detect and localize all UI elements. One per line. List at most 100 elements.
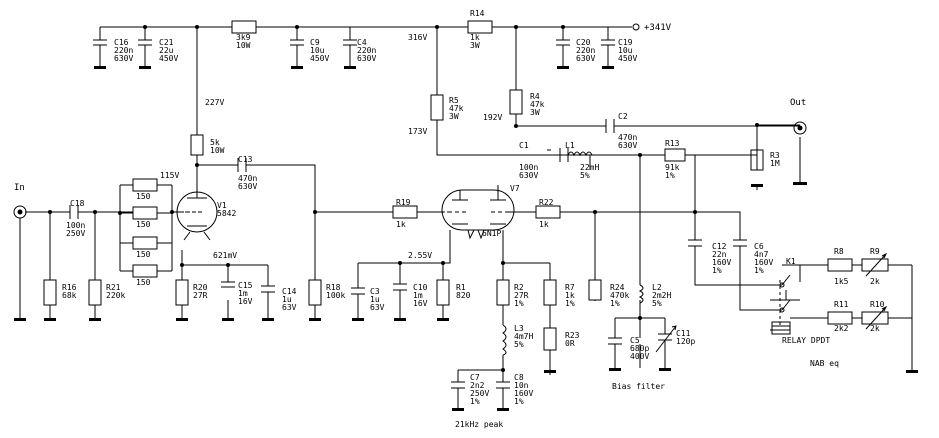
component-label: 47k: [449, 104, 464, 113]
component-label: C21: [159, 38, 174, 47]
resistor-r20: [175, 279, 189, 306]
component-label: C14: [282, 287, 297, 296]
component-label: 1m: [238, 289, 248, 298]
component-label: 820: [456, 291, 471, 300]
component-label: 2m2H: [652, 291, 671, 300]
component-label: C20: [576, 38, 591, 47]
component-label: R14: [470, 9, 485, 18]
component-label: 400V: [630, 352, 649, 361]
component-label: C9: [310, 38, 320, 47]
component-label: R8: [834, 247, 844, 256]
resistor-r5: [430, 94, 444, 121]
component-label: 68k: [62, 291, 77, 300]
tube-v1: [176, 190, 218, 241]
component-label: 27R: [193, 291, 208, 300]
component-label: R3: [770, 151, 780, 160]
component-label: R11: [834, 300, 849, 309]
component-label: 16V: [413, 299, 428, 308]
resistor-3k9: [231, 20, 257, 34]
component-label: 2n2: [470, 381, 485, 390]
component-label: 4n7: [754, 250, 769, 259]
resistor-r11: [827, 311, 853, 325]
resistor-r19: [392, 205, 418, 219]
component-label: 160V: [754, 258, 773, 267]
component-label: 1%: [514, 397, 524, 406]
node-voltage-316: 316V: [408, 33, 427, 42]
component-label: 10u: [618, 46, 633, 55]
resistor-r18: [308, 279, 322, 306]
component-label: R10: [870, 300, 885, 309]
component-label: R1: [456, 283, 466, 292]
supply-label: +341V: [644, 23, 672, 33]
component-label: C13: [238, 155, 253, 164]
component-label: 630V: [114, 54, 133, 63]
component-label: 2k: [870, 324, 880, 333]
component-label: 630V: [618, 141, 637, 150]
junctions: [48, 25, 759, 372]
component-label: 1%: [514, 299, 524, 308]
component-label: C4: [357, 38, 367, 47]
component-label: 2k2: [834, 324, 849, 333]
component-label: R20: [193, 283, 208, 292]
component-label: 27R: [514, 291, 529, 300]
component-label: 63V: [370, 303, 385, 312]
component-label: 160V: [712, 258, 731, 267]
inductor-l2: [638, 284, 644, 304]
component-label: 4m7H: [514, 332, 533, 341]
inductor-l1: [567, 151, 593, 157]
component-label: 1k: [539, 220, 549, 229]
component-label: 120p: [676, 337, 695, 346]
component-label: 47k: [530, 100, 545, 109]
component-label: 1k: [470, 33, 480, 42]
resistor-150-d: [132, 264, 158, 278]
component-label: 1%: [754, 266, 764, 275]
resistor-r14: [467, 20, 493, 34]
component-label: 1M: [770, 159, 780, 168]
component-label: 3W: [530, 108, 540, 117]
component-label: 450V: [310, 54, 329, 63]
resistors: [43, 20, 889, 351]
component-label: 22n: [712, 250, 727, 259]
tube-v7-type: 6N1P: [482, 229, 501, 238]
component-label: 630V: [357, 54, 376, 63]
component-label: 680p: [630, 344, 649, 353]
node-voltage-173: 173V: [408, 127, 427, 136]
component-label: C7: [470, 373, 480, 382]
component-label: 220n: [576, 46, 595, 55]
component-label: 1%: [665, 171, 675, 180]
supply-terminal-icon: [632, 23, 640, 31]
component-label: C1: [519, 141, 529, 150]
resistor-r7: [543, 279, 557, 306]
component-label: R7: [565, 283, 575, 292]
component-label: 1%: [712, 266, 722, 275]
component-label: L1: [565, 141, 575, 150]
component-label: 91k: [665, 163, 680, 172]
component-label: 5%: [580, 171, 590, 180]
component-label: R16: [62, 283, 77, 292]
component-label: 450V: [159, 54, 178, 63]
component-label: 10W: [236, 41, 251, 50]
component-label: C6: [754, 242, 764, 251]
component-label: 16V: [238, 297, 253, 306]
component-label: 1u: [282, 295, 292, 304]
component-label: 470n: [238, 174, 257, 183]
resistor-r23: [543, 327, 557, 351]
component-label: 10W: [210, 146, 225, 155]
component-label: K1: [786, 257, 796, 266]
component-label: 470k: [610, 291, 629, 300]
tube-v7: [441, 185, 515, 240]
component-label: R23: [565, 331, 580, 340]
component-label: C2: [618, 112, 628, 121]
peak-note: 21kHz peak: [455, 420, 503, 429]
component-label: 5k: [210, 138, 220, 147]
node-voltage-2-55: 2.55V: [408, 251, 432, 260]
component-label: C18: [70, 199, 85, 208]
nab-eq-note: NAB eq: [810, 359, 839, 368]
resistor-r22: [535, 205, 561, 219]
component-label: 250V: [66, 229, 85, 238]
inductor-l3: [502, 324, 507, 356]
component-label: 22mH: [580, 163, 599, 172]
node-voltage-227: 227V: [205, 98, 224, 107]
tube-v7-ref: V7: [510, 184, 520, 193]
component-label: 100n: [66, 221, 85, 230]
